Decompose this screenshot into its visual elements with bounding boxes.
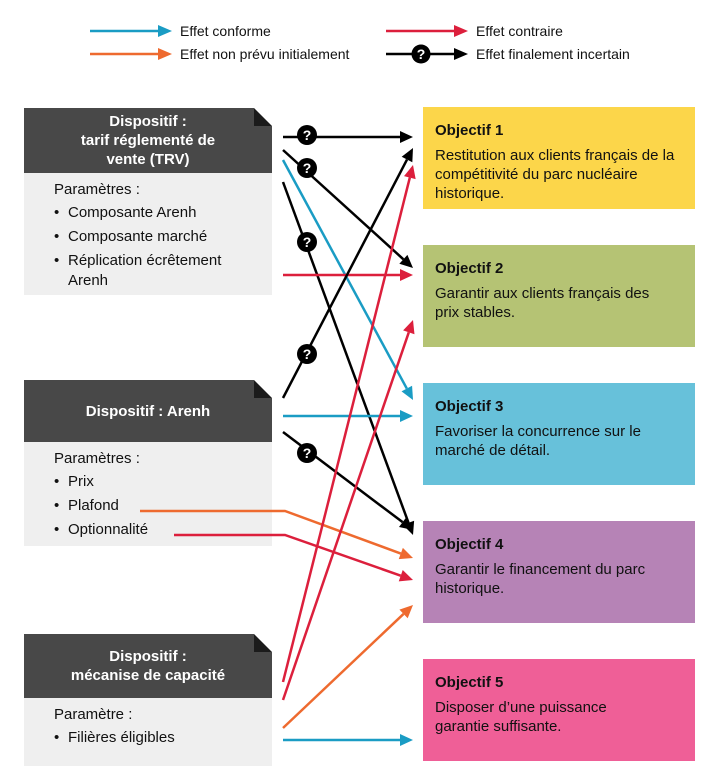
dispositif-title-line: vente (TRV) xyxy=(106,151,190,168)
objectif-title: Objectif 2 xyxy=(435,260,504,277)
param-item: Optionnalité xyxy=(54,520,262,540)
arrow-plafond-obj4-head xyxy=(398,547,413,560)
params-title: Paramètre : xyxy=(54,706,133,723)
arrow-trv-obj3-head xyxy=(401,385,413,400)
objectif-text: Garantir aux clients français des prix s… xyxy=(435,285,650,321)
param-item: Filières éligibles xyxy=(54,728,262,748)
arrow-arenh-obj3-head xyxy=(400,410,413,422)
blue-arrow-icon xyxy=(90,25,172,37)
params-title: Paramètres : xyxy=(54,450,140,467)
legend-label: Effet finalement incertain xyxy=(476,46,630,62)
arrow-capacite-obj4-head xyxy=(399,605,413,619)
red-arrow-icon xyxy=(386,25,468,37)
objectif-2-box: Objectif 2 Garantir aux clients français… xyxy=(423,245,695,347)
legend-label: Effet non prévu initialement xyxy=(180,46,350,62)
folded-corner-icon xyxy=(254,108,272,126)
param-item: Prix xyxy=(54,472,262,492)
dispositif-trv-params: Paramètres : Composante Arenh Composante… xyxy=(24,173,272,295)
objectif-text: Garantir le financement du parc historiq… xyxy=(435,561,646,597)
param-item: Composante marché xyxy=(54,227,262,247)
question-mark-icon xyxy=(297,232,317,252)
dispositif-capacite: Dispositif : mécanise de capacité Paramè… xyxy=(24,634,272,766)
arrow-capacite-obj1 xyxy=(281,177,412,683)
objectif-1-box: Objectif 1 Restitution aux clients franç… xyxy=(423,107,695,209)
question-mark-text: ? xyxy=(303,346,312,362)
objectif-text: Disposer d’une puissance garantie suffis… xyxy=(435,699,607,735)
svg-text:?: ? xyxy=(417,46,426,62)
orange-arrow-icon xyxy=(90,48,172,60)
arrow-trv-obj2-head xyxy=(399,254,413,268)
legend-effet-incertain: ? Effet finalement incertain xyxy=(386,44,630,64)
arrow-arenh-obj4-head xyxy=(399,517,413,530)
dispositif-arenh: Dispositif : Arenh Paramètres : Prix Pla… xyxy=(24,380,272,546)
objectif-title: Objectif 5 xyxy=(435,674,504,691)
params-title: Paramètres : xyxy=(54,181,140,198)
dispositif-title-line: tarif réglementé de xyxy=(80,132,216,149)
arrow-filieres-obj5-head xyxy=(400,734,413,746)
objectif-title: Objectif 4 xyxy=(435,536,504,553)
objectif-4-box: Objectif 4 Garantir le financement du pa… xyxy=(423,521,695,623)
dispositif-title-line: Dispositif : xyxy=(109,113,187,130)
arrow-optionnalite-obj4-head xyxy=(398,570,413,582)
param-item: Plafond xyxy=(54,496,262,516)
arrow-capacite-obj2-head xyxy=(403,320,415,335)
arrow-capacite-obj4 xyxy=(282,613,405,729)
objectif-title: Objectif 1 xyxy=(435,122,504,139)
question-mark-icon xyxy=(297,158,317,178)
question-mark-icon xyxy=(297,125,317,145)
legend-label: Effet contraire xyxy=(476,23,563,39)
arrow-plafond-obj4 xyxy=(140,509,402,555)
param-item: Composante Arenh xyxy=(54,203,262,223)
folded-corner-icon xyxy=(254,380,272,398)
arrow-trv-obj1-head xyxy=(400,131,413,143)
dispositif-title-line: Dispositif : Arenh xyxy=(85,402,211,420)
question-mark-text: ? xyxy=(303,127,312,143)
dispositif-title-line: mécanise de capacité xyxy=(70,667,226,684)
legend-effet-non-prevu: Effet non prévu initialement xyxy=(90,44,349,64)
objectif-5-box: Objectif 5 Disposer d’une puissance gara… xyxy=(423,659,695,761)
dispositif-trv-header: Dispositif : tarif réglementé de vente (… xyxy=(24,108,272,173)
legend-effet-contraire: Effet contraire xyxy=(386,21,563,41)
question-mark-icon xyxy=(297,344,317,364)
dispositif-trv: Dispositif : tarif réglementé de vente (… xyxy=(24,108,272,295)
folded-corner-icon xyxy=(254,634,272,652)
dispositif-arenh-params: Paramètres : Prix Plafond Optionnalité xyxy=(24,442,272,546)
question-mark-text: ? xyxy=(303,234,312,250)
objectif-text: Favoriser la concurrence sur le marché d… xyxy=(435,423,641,459)
dispositif-capacite-header: Dispositif : mécanise de capacité xyxy=(24,634,272,698)
objectif-title: Objectif 3 xyxy=(435,398,504,415)
arrow-optionnalite-obj4 xyxy=(174,533,402,577)
question-mark-text: ? xyxy=(303,445,312,461)
objectif-text: Restitution aux clients français de la c… xyxy=(435,147,675,202)
dispositif-title-line: Dispositif : xyxy=(109,648,187,665)
arrow-capacite-obj2 xyxy=(281,331,410,701)
question-mark-text: ? xyxy=(303,160,312,176)
legend-label: Effet conforme xyxy=(180,23,271,39)
black-question-arrow-icon: ? xyxy=(386,44,468,64)
arrow-trv-param-obj2-head xyxy=(400,269,413,281)
legend-effet-conforme: Effet conforme xyxy=(90,21,271,41)
objectif-3-box: Objectif 3 Favoriser la concurrence sur … xyxy=(423,383,695,485)
arrow-capacite-obj1-head xyxy=(404,165,416,180)
param-item: Réplication écrêtement Arenh xyxy=(54,251,253,291)
dispositif-capacite-params: Paramètre : Filières éligibles xyxy=(24,698,272,766)
question-mark-icon xyxy=(297,443,317,463)
dispositif-arenh-header: Dispositif : Arenh xyxy=(24,380,272,442)
arrow-arenh-obj1-head xyxy=(401,148,413,163)
